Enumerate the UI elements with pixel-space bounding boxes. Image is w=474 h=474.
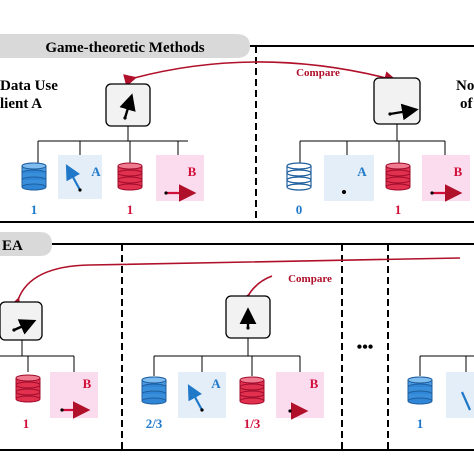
top-left-b-letter: B xyxy=(188,164,197,179)
top-left-caption-2: lient A xyxy=(0,96,42,112)
top-right-b-letter: B xyxy=(454,164,463,179)
panel2-db-a-icon xyxy=(141,376,167,405)
bottom-compare-arrow-branch xyxy=(237,275,273,308)
top-right-a-letter: A xyxy=(357,164,367,179)
top-left-db-b-icon xyxy=(117,162,143,191)
panel1-model xyxy=(0,301,43,341)
top-header-title: Game-theoretic Methods xyxy=(45,40,204,56)
top-right-model-arrow-icon xyxy=(389,103,419,121)
top-left-model xyxy=(105,83,151,127)
top-left-a-arrow-icon xyxy=(65,164,81,191)
top-right-tree xyxy=(299,124,446,163)
top-right-db-b-icon xyxy=(385,162,411,191)
top-header-pill xyxy=(0,34,250,58)
top-right-a-value: 0 xyxy=(296,202,303,217)
panel2-b-value: 1/3 xyxy=(244,416,261,431)
top-left-model-arrow-icon xyxy=(119,93,136,119)
panel2-tree xyxy=(153,338,301,376)
top-right-model xyxy=(373,77,421,125)
panel1-model-arrow-icon xyxy=(13,319,37,335)
top-left-a-letter: A xyxy=(91,164,101,179)
bottom-compare-label: Compare xyxy=(288,273,332,285)
panel1-tree xyxy=(0,340,75,372)
bottom-section: EA Compare 1 B xyxy=(0,232,474,451)
panel4-a-value: 1 xyxy=(417,416,424,431)
panel4-a-arrow-icon xyxy=(460,391,472,411)
bottom-header-pill xyxy=(0,232,52,256)
panel4-db-a-icon xyxy=(407,376,433,405)
panel2-a-value: 2/3 xyxy=(146,416,163,431)
panel2-a-letter: A xyxy=(211,376,221,391)
panel4-tree xyxy=(419,355,474,376)
bottom-compare-arrow-main xyxy=(8,257,461,312)
top-right-caption-1: No xyxy=(456,78,474,94)
top-section: Game-theoretic Methods Data Use lient A … xyxy=(0,34,474,223)
panel2-a-arrow-icon xyxy=(187,384,203,411)
top-compare-arrow xyxy=(123,61,398,87)
top-right-a-update-box xyxy=(324,155,374,201)
panel3-ellipsis: ••• xyxy=(357,339,374,356)
top-left-a-value: 1 xyxy=(31,202,38,217)
top-compare-label: Compare xyxy=(296,67,340,79)
panel1-db-b-icon xyxy=(15,374,41,403)
top-right-db-a-icon xyxy=(286,162,312,191)
top-left-caption-1: Data Use xyxy=(0,78,58,94)
panel1-b-letter: B xyxy=(83,376,92,391)
panel4-a-update-box xyxy=(446,372,474,418)
top-left-db-a-icon xyxy=(21,162,47,191)
panel2-b-letter: B xyxy=(310,376,319,391)
top-left-tree xyxy=(37,126,188,163)
top-right-b-value: 1 xyxy=(395,202,402,217)
bottom-header-title: EA xyxy=(2,238,23,254)
panel2-model xyxy=(225,295,271,339)
panel1-b-value: 1 xyxy=(23,416,30,431)
panel2-db-b-icon xyxy=(239,376,265,405)
top-right-a-zero-update-icon xyxy=(342,190,346,194)
top-right-caption-2: of xyxy=(460,96,474,112)
top-left-b-value: 1 xyxy=(127,202,134,217)
